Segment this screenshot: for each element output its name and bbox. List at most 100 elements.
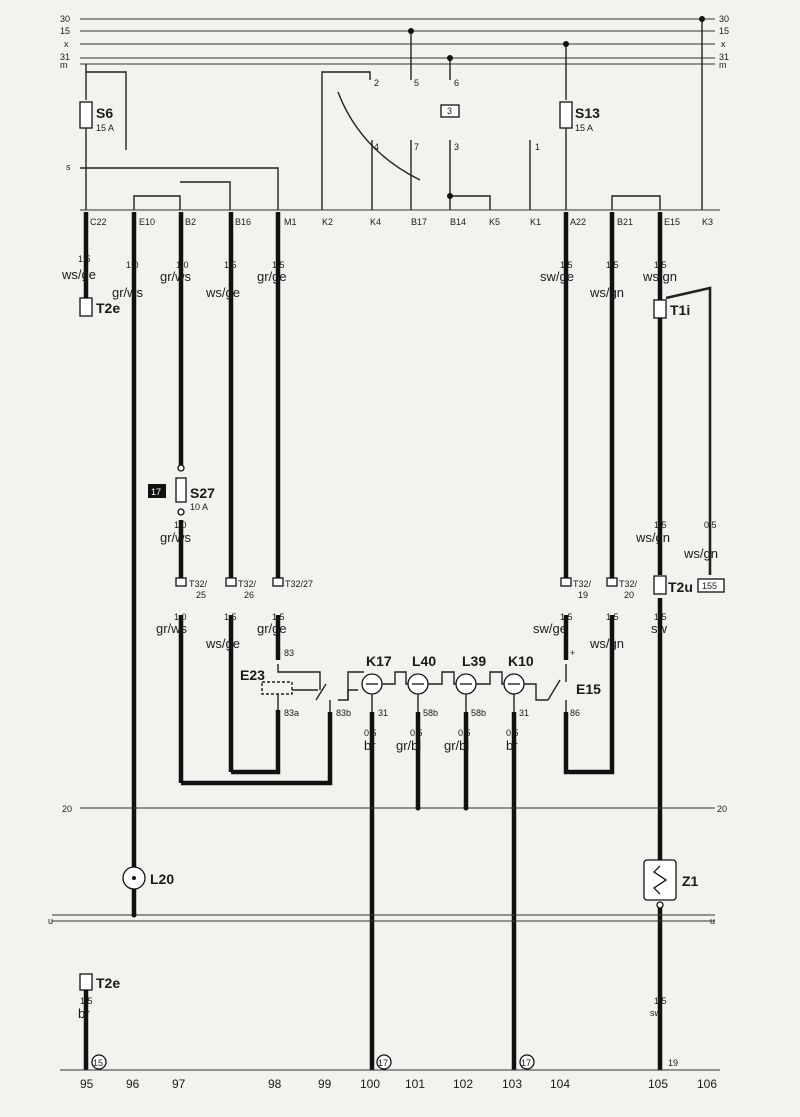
line-u: u u	[48, 912, 715, 926]
fuse-s6: S6 15 A	[79, 64, 127, 210]
e15-pin-86: 86	[570, 708, 580, 718]
wire-m1-size: 1.5	[272, 260, 285, 270]
switch-e23: E23 83 83a 83b	[240, 648, 364, 718]
wire-b2-color: gr/ws	[160, 269, 192, 284]
relay-pin-4: 4	[374, 142, 379, 152]
wire-t2e-size: 1.5	[80, 996, 93, 1006]
t2e-bottom-label: T2e	[96, 975, 120, 991]
wire-t2u-size: 1.5	[654, 612, 667, 622]
t1i-branch-labels: 1.5 ws/gn 0.5 ws/gn	[635, 520, 718, 561]
t32-20-top: T32/	[619, 579, 638, 589]
wire-t32-26-size: 1.5	[224, 612, 237, 622]
t32-25-bottom: 25	[196, 590, 206, 600]
wire-t32-20-color: ws/gn	[589, 636, 624, 651]
t32-19-bottom: 19	[578, 590, 588, 600]
wire-e10-color: gr/ws	[112, 285, 144, 300]
l39-pin-58b: 58b	[471, 708, 486, 718]
track-101: 101	[405, 1077, 425, 1091]
wire-s27-size: 1.0	[174, 520, 187, 530]
s-line-label: s	[66, 162, 71, 172]
wire-k17-color: br	[364, 738, 376, 753]
wire-l40-size: 0.5	[410, 728, 423, 738]
e23-label: E23	[240, 667, 265, 683]
wire-a22-color: sw/ge	[540, 269, 574, 284]
connector-t1i: T1i	[653, 299, 690, 319]
bus-label-15: 15	[60, 26, 70, 36]
relay-ref-3: 3	[447, 106, 452, 116]
l40-label: L40	[412, 653, 436, 669]
wire-z1-size: 1.5	[654, 996, 667, 1006]
wire-k17-size: 0.5	[364, 728, 377, 738]
bus-labels-left: 30 15 x 31 m	[60, 14, 70, 70]
k17-pin-31: 31	[378, 708, 388, 718]
e23-pin-83: 83	[284, 648, 294, 658]
line-20-label-right: 20	[717, 804, 727, 814]
track-102: 102	[453, 1077, 473, 1091]
pin-k5: K5	[489, 217, 500, 227]
wire-b16-size: 1.5	[224, 260, 237, 270]
ref-100: 17	[378, 1058, 388, 1068]
track-numbers: 95 96 97 98 99 100 101 102 103 104 105 1…	[80, 1077, 717, 1091]
line-u-label-right: u	[710, 916, 715, 926]
relay-pin-6: 6	[454, 78, 459, 88]
wire-t32-26-color: ws/ge	[205, 636, 240, 651]
connector-pins: C22 E10 B2 B16 M1 K2 K4 B17 B14 K5 K1 A2…	[90, 217, 713, 227]
bus-label-15-right: 15	[719, 26, 729, 36]
t32-26-top: T32/	[238, 579, 257, 589]
e15-pin-plus: +	[570, 648, 575, 658]
wire-t1i-a-size: 1.5	[654, 520, 667, 530]
pin-k4: K4	[370, 217, 381, 227]
t2u-label: T2u	[668, 579, 693, 595]
t32-19-top: T32/	[573, 579, 592, 589]
wire-labels-mid: 1.0 gr/ws 1.5 ws/ge 1.5 gr/ge 1.5 sw/ge …	[156, 612, 668, 651]
wire-t1i-b-size: 0.5	[704, 520, 717, 530]
s27-rating: 10 A	[190, 502, 208, 512]
bus-label-30-right: 30	[719, 14, 729, 24]
bus-label-30: 30	[60, 14, 70, 24]
t32-27-top: T32/27	[285, 579, 313, 589]
pin-b16: B16	[235, 217, 251, 227]
s13-rating: 15 A	[575, 123, 593, 133]
t1i-label: T1i	[670, 302, 690, 318]
s13-label: S13	[575, 105, 600, 121]
relay-pin-2: 2	[374, 78, 379, 88]
wire-e10-size: 1.0	[126, 260, 139, 270]
track-105: 105	[648, 1077, 668, 1091]
t2u-ref: 155	[702, 581, 717, 591]
line-u-label-left: u	[48, 916, 53, 926]
wire-b16-color: ws/ge	[205, 285, 240, 300]
connector-t2e-bottom: T2e 1.5 br	[78, 973, 120, 1021]
wire-t32-20-size: 1.5	[606, 612, 619, 622]
pin-e10: E10	[139, 217, 155, 227]
l39-label: L39	[462, 653, 486, 669]
s6-rating: 15 A	[96, 123, 114, 133]
bus-label-31: 31	[60, 52, 70, 62]
wire-t2u-color: sw	[651, 621, 668, 636]
s27-label: S27	[190, 485, 215, 501]
wire-e15-color: ws/gn	[642, 269, 677, 284]
bus-label-m: m	[60, 60, 68, 70]
wire-c22-size: 1.5	[78, 254, 91, 264]
wire-t32-19-size: 1.5	[560, 612, 573, 622]
track-106: 106	[697, 1077, 717, 1091]
bus-lines	[80, 18, 715, 65]
track-97: 97	[172, 1077, 186, 1091]
wire-e15-size: 1.5	[654, 260, 667, 270]
wire-l40-color: gr/bl	[396, 738, 421, 753]
track-95: 95	[80, 1077, 94, 1091]
track-100: 100	[360, 1077, 380, 1091]
bottom-refs: 15 17 17 19	[91, 1054, 678, 1070]
e23-pin-83b: 83b	[336, 708, 351, 718]
pin-b2: B2	[185, 217, 196, 227]
bus-label-m-right: m	[719, 60, 727, 70]
warning-lamps: K17 L40 L39 K10 31 58b 58b 31 0.5 br 0.5…	[347, 653, 548, 753]
wire-t32-19-color: sw/ge	[533, 621, 567, 636]
wire-labels-top: 1.5 ws/ge 1.0 gr/ws 1.0 gr/ws 1.5 ws/ge …	[61, 254, 677, 300]
pin-b14: B14	[450, 217, 466, 227]
t32-connectors: T32/ 25 T32/ 26 T32/27 T32/ 19 T32/ 20	[175, 577, 638, 600]
pin-a22: A22	[570, 217, 586, 227]
pin-k3: K3	[702, 217, 713, 227]
pin-k1: K1	[530, 217, 541, 227]
bus-label-x-right: x	[721, 39, 726, 49]
